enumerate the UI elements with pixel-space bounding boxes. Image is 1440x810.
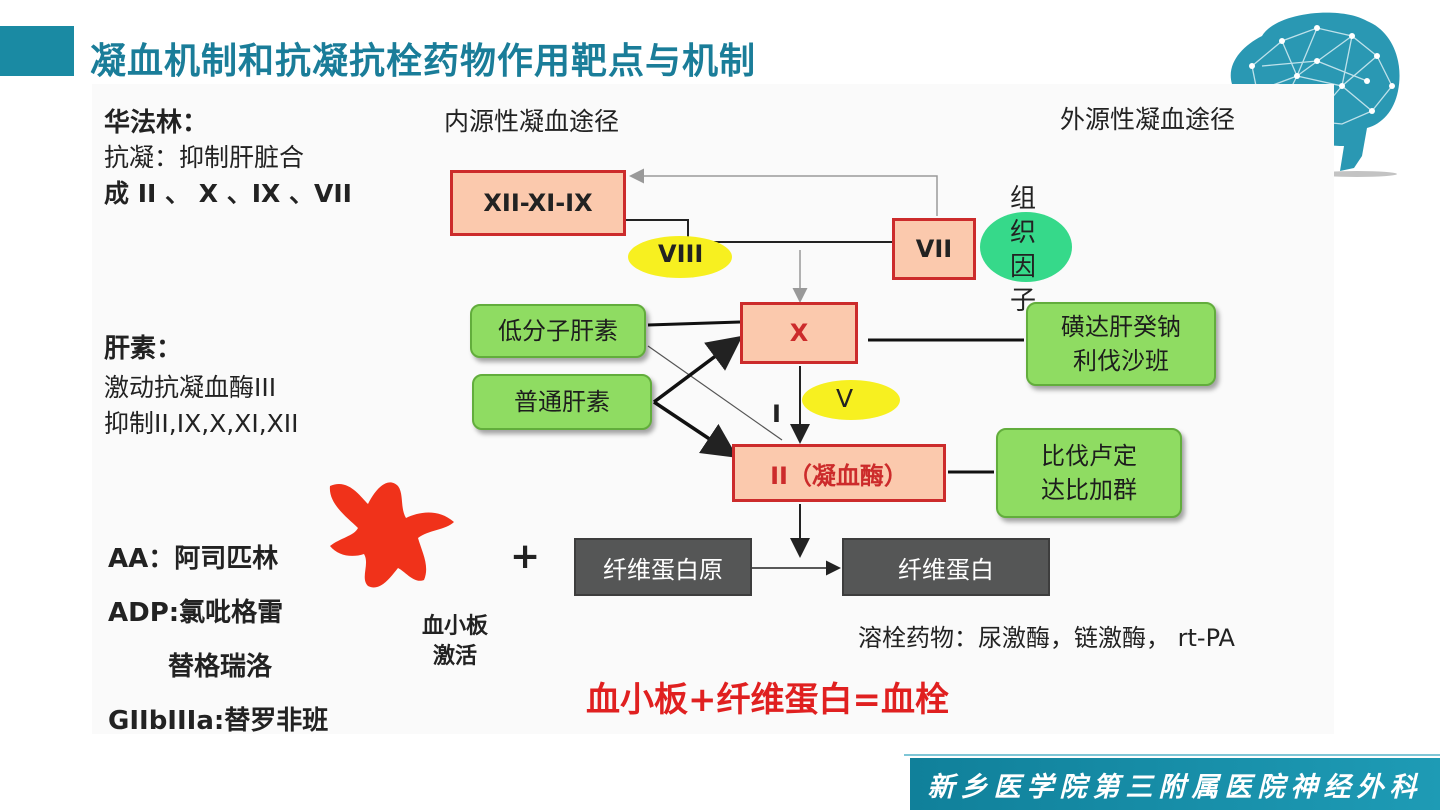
warfarin-line-1: 抗凝：抑制肝脏合	[104, 143, 305, 172]
inhibition-mark: I	[772, 400, 781, 428]
thrombus-equation: 血小板+纤维蛋白=血栓	[586, 680, 949, 720]
tissue-factor-oval	[980, 212, 1072, 282]
xa-inhibitor-name: 磺达肝癸钠	[1061, 313, 1181, 341]
thrombolytics-note: 溶栓药物：尿激酶，链激酶， rt-PA	[858, 624, 1235, 652]
slide-title: 凝血机制和抗凝抗栓药物作用靶点与机制	[90, 41, 757, 82]
coagulation-figure: 华法林： 抗凝：抑制肝脏合 成 II 、 X 、IX 、VII 肝素： 激动抗凝…	[92, 84, 1334, 736]
xa-inhibitors-box: 磺达肝癸钠 利伐沙班	[1026, 302, 1216, 386]
platelet-label-line: 血小板	[422, 614, 489, 639]
factor-v-oval	[802, 380, 900, 420]
aspirin-note: AA：阿司匹林	[108, 544, 279, 574]
platelet-activation-label: 血小板 激活	[422, 612, 488, 672]
plus-sign: +	[510, 536, 541, 577]
heparin-box: 普通肝素	[472, 374, 652, 430]
fibrinogen-box: 纤维蛋白原	[574, 538, 752, 596]
xa-inhibitor-name: 利伐沙班	[1073, 347, 1169, 375]
lmwh-box: 低分子肝素	[470, 304, 646, 358]
factor-v-label: V	[836, 384, 854, 413]
factor-viii-oval	[628, 236, 732, 278]
footer-edge	[904, 754, 1440, 756]
factor-vii-box: VII	[892, 218, 976, 280]
factor-viii-label: VIII	[658, 240, 704, 268]
heparin-line-1: 激动抗凝血酶III	[104, 373, 277, 402]
tissue-factor-char: 组	[1009, 184, 1036, 214]
thrombin-inhibitor-name: 比伐卢定	[1041, 442, 1137, 470]
thrombin-inhibitor-name: 达比加群	[1041, 476, 1137, 504]
platelet-label-line: 激活	[433, 644, 478, 669]
warfarin-line-2: 成 II 、 X 、IX 、VII	[104, 179, 352, 208]
warfarin-heading: 华法林：	[104, 108, 209, 138]
footer-institution: 新乡医学院第三附属医院神经外科	[910, 758, 1440, 810]
activated-platelet-shape	[329, 482, 454, 588]
tissue-factor-char: 因	[1009, 252, 1036, 282]
tissue-factor-label: 组 织 因 子	[1008, 182, 1038, 318]
adp-note-1: ADP:氯吡格雷	[108, 598, 284, 628]
factor-xii-xi-ix-box: XII-XI-IX	[450, 170, 626, 236]
thrombin-inhibitors-box: 比伐卢定 达比加群	[996, 428, 1182, 518]
gp-note: GIIbIIIa:替罗非班	[108, 706, 329, 736]
factor-x-box: X	[740, 302, 858, 364]
fibrin-box: 纤维蛋白	[842, 538, 1050, 596]
extrinsic-pathway-label: 外源性凝血途径	[1060, 105, 1236, 134]
heparin-heading: 肝素：	[104, 334, 183, 364]
adp-note-2: 替格瑞洛	[168, 652, 273, 682]
thrombin-box: II（凝血酶）	[732, 444, 946, 502]
intrinsic-pathway-label: 内源性凝血途径	[444, 107, 620, 136]
heparin-line-2: 抑制II,IX,X,XI,XII	[104, 409, 299, 438]
tissue-factor-char: 织	[1009, 218, 1036, 248]
title-accent-bar	[0, 26, 74, 76]
